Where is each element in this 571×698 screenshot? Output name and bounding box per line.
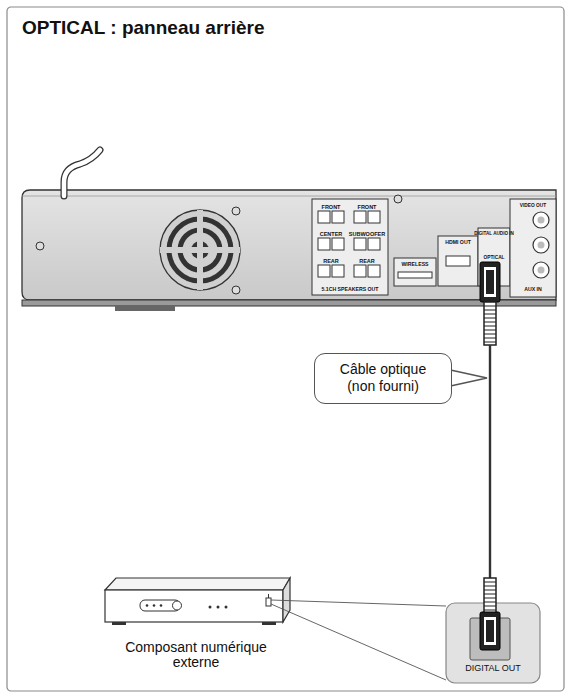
optical-plug	[480, 578, 500, 650]
panel-label: OPTICAL	[483, 255, 504, 260]
speaker-terminal	[318, 238, 344, 250]
title: OPTICAL : panneau arrière	[22, 18, 265, 39]
strain-relief-ridge	[484, 590, 496, 591]
callout-pointer	[451, 370, 488, 386]
frame	[7, 7, 564, 691]
device-rear-panel	[22, 150, 556, 311]
strain-relief-ridge	[484, 594, 496, 595]
strain-relief-ridge	[484, 314, 496, 315]
strain-relief-ridge	[484, 586, 496, 587]
strain-relief-ridge	[484, 342, 496, 343]
port-label: DIGITAL OUT	[465, 664, 521, 674]
speaker-terminal	[318, 265, 344, 277]
external-digital-component	[105, 578, 446, 680]
strain-relief-ridge	[484, 602, 496, 603]
panel-label: FRONT	[358, 204, 377, 210]
component-caption: Composant numérique externe	[121, 640, 271, 671]
callout-box: Câble optique (non fourni)	[314, 353, 452, 404]
strain-relief-ridge	[484, 598, 496, 599]
strain-relief-ridge	[484, 610, 496, 611]
strain-relief-ridge	[484, 606, 496, 607]
strain-relief-ridge	[484, 334, 496, 335]
digital-out-zoom	[446, 603, 540, 683]
speaker-terminal	[318, 211, 344, 223]
optical-plug	[480, 262, 500, 345]
panel-label: 5.1CH SPEAKERS OUT	[321, 287, 378, 293]
panel-label: CENTER	[320, 231, 343, 237]
panel-label: FRONT	[322, 204, 341, 210]
panel-label: AUX IN	[524, 287, 542, 293]
callout-text: Câble optique (non fourni)	[327, 361, 439, 396]
panel-label: REAR	[359, 258, 375, 264]
panel-label: SUBWOOFER	[349, 231, 385, 237]
strain-relief-ridge	[484, 306, 496, 307]
panel-label: DIGITAL AUDIO IN	[474, 231, 514, 236]
panel-label: HDMI OUT	[445, 240, 471, 246]
speaker-terminal	[354, 265, 380, 277]
optical-cable	[489, 345, 491, 578]
panel-label: WIRELESS	[401, 262, 428, 268]
speaker-terminal	[354, 238, 380, 250]
speaker-terminal	[354, 211, 380, 223]
strain-relief-ridge	[484, 322, 496, 323]
strain-relief-ridge	[484, 318, 496, 319]
panel-label: VIDEO OUT	[520, 203, 546, 208]
strain-relief-ridge	[484, 582, 496, 583]
panel-label: REAR	[323, 258, 339, 264]
strain-relief-ridge	[484, 330, 496, 331]
strain-relief-ridge	[484, 326, 496, 327]
strain-relief-ridge	[484, 310, 496, 311]
strain-relief-ridge	[484, 338, 496, 339]
